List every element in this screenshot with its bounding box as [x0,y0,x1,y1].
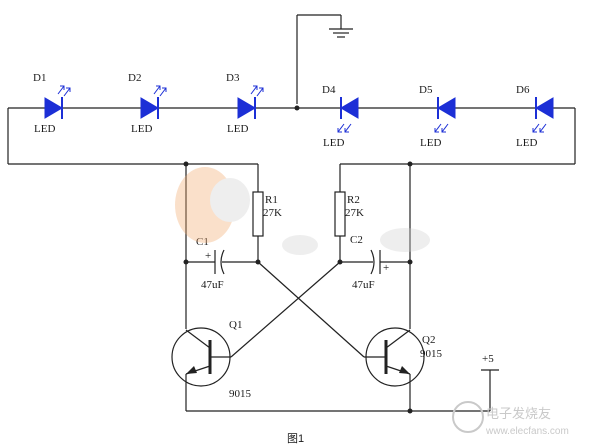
transistor-q1-part: 9015 [229,388,252,400]
led-d3-id: D3 [226,72,240,84]
junction-dot [407,161,413,167]
transistor-q1 [171,327,231,387]
led-d3 [237,85,264,119]
watermark-logo-icon [452,401,484,433]
capacitor-c1 [214,249,225,275]
led-d2-id: D2 [128,72,141,84]
led-d4-label: LED [323,137,344,149]
watermark-text: 电子发烧友 [486,406,551,421]
led-d6 [532,97,554,133]
led-d5-id: D5 [419,84,433,96]
resistor-r2-id: R2 [347,194,360,206]
led-d1 [44,85,71,119]
resistor-r2-value: 27K [345,207,364,219]
transistor-q1-id: Q1 [229,319,242,331]
led-d5 [434,97,456,133]
led-d2 [140,85,167,119]
transistor-q2-part: 9015 [420,348,443,360]
oscillator-wires [185,164,499,412]
led-d2-label: LED [131,123,152,135]
capacitor-c2-value: 47uF [352,279,375,291]
transistor-q2 [364,327,425,387]
capacitor-c1-value: 47uF [201,279,224,291]
led-chain-wires [7,107,576,165]
led-d6-label: LED [516,137,537,149]
junction-dot [255,259,261,265]
transistor-q2-id: Q2 [422,334,435,346]
junction-dot [183,161,189,167]
site-watermark: 电子发烧友 www.elecfans.com [452,401,569,437]
led-d1-label: LED [34,123,55,135]
ground-symbol [296,14,353,104]
capacitor-c2-plus: + [383,262,389,274]
resistor-r1 [252,191,264,237]
led-d4 [337,97,359,133]
led-d1-id: D1 [33,72,46,84]
capacitor-c1-id: C1 [196,236,209,248]
junction-dot [183,259,189,265]
capacitor-c2-id: C2 [350,234,363,246]
capacitor-c2 [370,249,381,275]
junction-dot [337,259,343,265]
resistor-r1-id: R1 [265,194,278,206]
led-d5-label: LED [420,137,441,149]
resistor-r2 [334,191,346,237]
led-d4-id: D4 [322,84,336,96]
capacitor-c1-plus: + [205,250,211,262]
figure-caption: 图1 [287,432,304,445]
resistor-r1-value: 27K [263,207,282,219]
supply-label: +5 [482,353,494,365]
junction-dot [294,105,300,111]
led-d3-label: LED [227,123,248,135]
junction-dot [407,408,413,414]
watermark-blur [175,167,430,255]
junction-dot [407,259,413,265]
led-d6-id: D6 [516,84,530,96]
watermark-url: www.elecfans.com [485,426,569,437]
